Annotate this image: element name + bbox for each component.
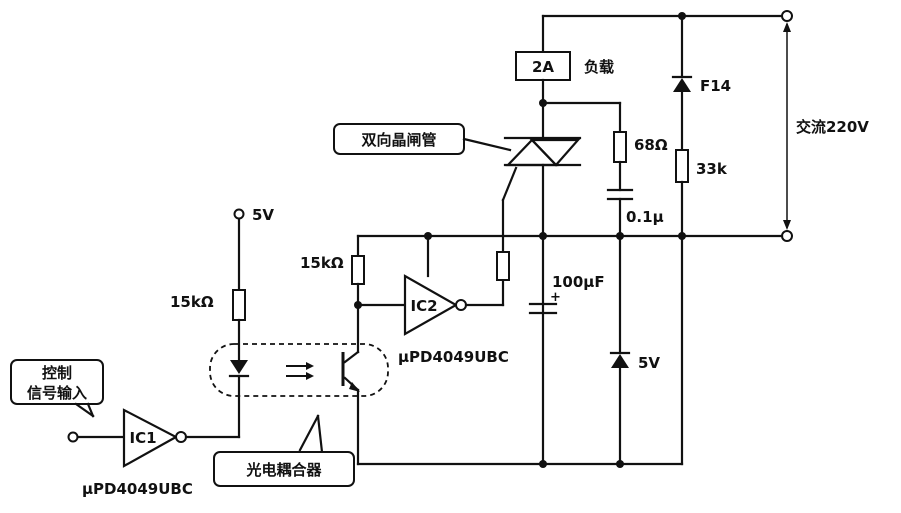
capacitor-0-1u	[606, 188, 634, 238]
phototransistor	[341, 350, 360, 466]
ic1-part-label: μPD4049UBC	[82, 480, 193, 498]
input-label-line2: 信号输入	[27, 384, 87, 402]
middle-rail	[356, 232, 784, 240]
ic1-buffer: IC1	[122, 408, 187, 468]
r-15k-left-label: 15kΩ	[170, 293, 214, 311]
light-arrows-icon	[286, 362, 314, 380]
optocoupler-label: 光电耦合器	[245, 461, 322, 479]
gate-resistor	[496, 251, 510, 281]
zener-label: 5V	[638, 354, 660, 372]
resistor-15k-left	[232, 289, 246, 321]
ic2-part-label: μPD4049UBC	[398, 348, 509, 366]
diode-f14-label: F14	[700, 77, 731, 95]
input-label-line1: 控制	[42, 364, 72, 382]
r-15k-top-label: 15kΩ	[300, 254, 344, 272]
triac-callout: 双向晶闸管	[333, 123, 512, 155]
cap-100u-label: 100μF	[552, 273, 605, 291]
ic2-buffer: IC2	[403, 274, 467, 336]
input-callout: 控制 信号输入	[10, 359, 104, 418]
load-rating-label: 2A	[532, 58, 554, 76]
resistor-68ohm	[613, 131, 627, 192]
top-rail	[541, 12, 784, 54]
input-terminal	[67, 431, 79, 443]
resistor-33k	[675, 149, 689, 466]
triac-label: 双向晶闸管	[361, 131, 436, 149]
led-symbol	[228, 360, 250, 439]
vcc-label: 5V	[252, 206, 274, 224]
vcc-terminal	[233, 208, 245, 220]
diode-f14	[671, 14, 693, 152]
triac-symbol	[503, 136, 582, 167]
load-box: 2A	[515, 51, 571, 81]
svg-text:+: +	[550, 290, 561, 305]
zener-diode	[609, 234, 631, 466]
ac-supply-label: 交流220V	[796, 118, 869, 136]
capacitor-100u	[528, 302, 558, 315]
ic2-label: IC2	[410, 297, 437, 315]
cap-01u-label: 0.1μ	[626, 208, 664, 226]
resistor-33k-label: 33k	[696, 160, 728, 178]
optocoupler-outline	[209, 343, 389, 397]
optocoupler-callout: 光电耦合器	[213, 414, 355, 487]
bottom-rail	[356, 460, 684, 468]
resistor-68-label: 68Ω	[634, 136, 668, 154]
load-label: 负载	[584, 58, 614, 76]
ic1-label: IC1	[129, 429, 156, 447]
ac-terminals	[781, 10, 793, 242]
